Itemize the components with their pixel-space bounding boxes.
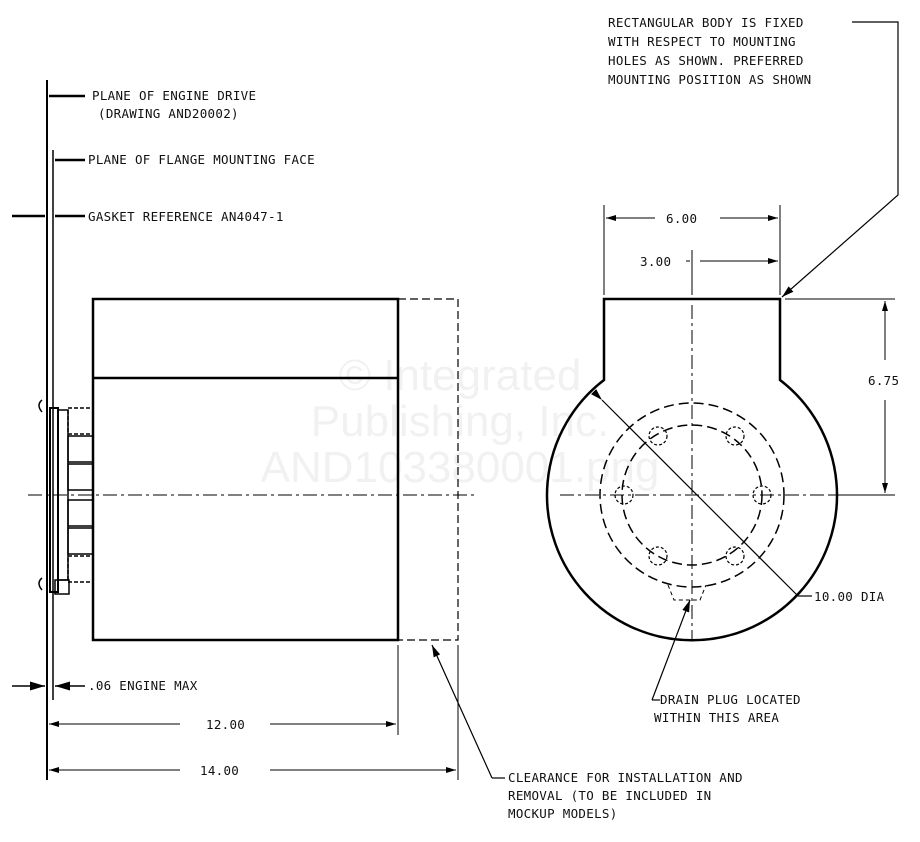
mounting-flange [38,399,94,595]
note-rect-body-4: MOUNTING POSITION AS SHOWN [608,72,811,87]
watermark: © Integrated Publishing, Inc. AND1033800… [261,351,660,492]
note-engine-max: .06 ENGINE MAX [88,678,198,693]
note-gasket: GASKET REFERENCE AN4047-1 [88,209,284,224]
bolt-holes [614,426,772,566]
note-drain-2: WITHIN THIS AREA [654,710,779,725]
svg-text:© Integrated: © Integrated [339,351,582,400]
note-rect-body-1: RECTANGULAR BODY IS FIXED [608,15,804,30]
note-clearance-2: REMOVAL (TO BE INCLUDED IN [508,788,711,803]
side-view [12,80,505,780]
flange-inner-circle [621,424,763,566]
end-view [545,21,899,701]
dim-label-675: 6.75 [868,373,899,388]
dim-label-3: 3.00 [640,254,671,269]
dim-label-dia: 10.00 DIA [814,589,885,604]
dia-leader [590,388,799,597]
note-engine-drive-2: (DRAWING AND20002) [98,106,239,121]
note-engine-drive-1: PLANE OF ENGINE DRIVE [92,88,256,103]
leader-drain [651,599,691,701]
note-clearance-3: MOCKUP MODELS) [508,806,618,821]
note-rect-body-2: WITH RESPECT TO MOUNTING [608,34,796,49]
dim-label-14: 14.00 [200,763,239,778]
note-drain-1: DRAIN PLUG LOCATED [660,692,801,707]
note-flange-face: PLANE OF FLANGE MOUNTING FACE [88,152,315,167]
note-clearance-1: CLEARANCE FOR INSTALLATION AND [508,770,743,785]
leader-clearance [431,644,493,779]
dim-label-6: 6.00 [666,211,697,226]
leader-rect-body [781,21,899,298]
drain-area [667,584,707,601]
clearance-envelope [398,298,459,641]
note-rect-body-3: HOLES AS SHOWN. PREFERRED [608,53,804,68]
dim-label-12: 12.00 [206,717,245,732]
flange-outer-circle [599,402,785,588]
svg-text:AND103380001.png: AND103380001.png [261,443,660,492]
svg-text:Publishing, Inc.: Publishing, Inc. [311,397,609,446]
end-outline [545,297,839,642]
